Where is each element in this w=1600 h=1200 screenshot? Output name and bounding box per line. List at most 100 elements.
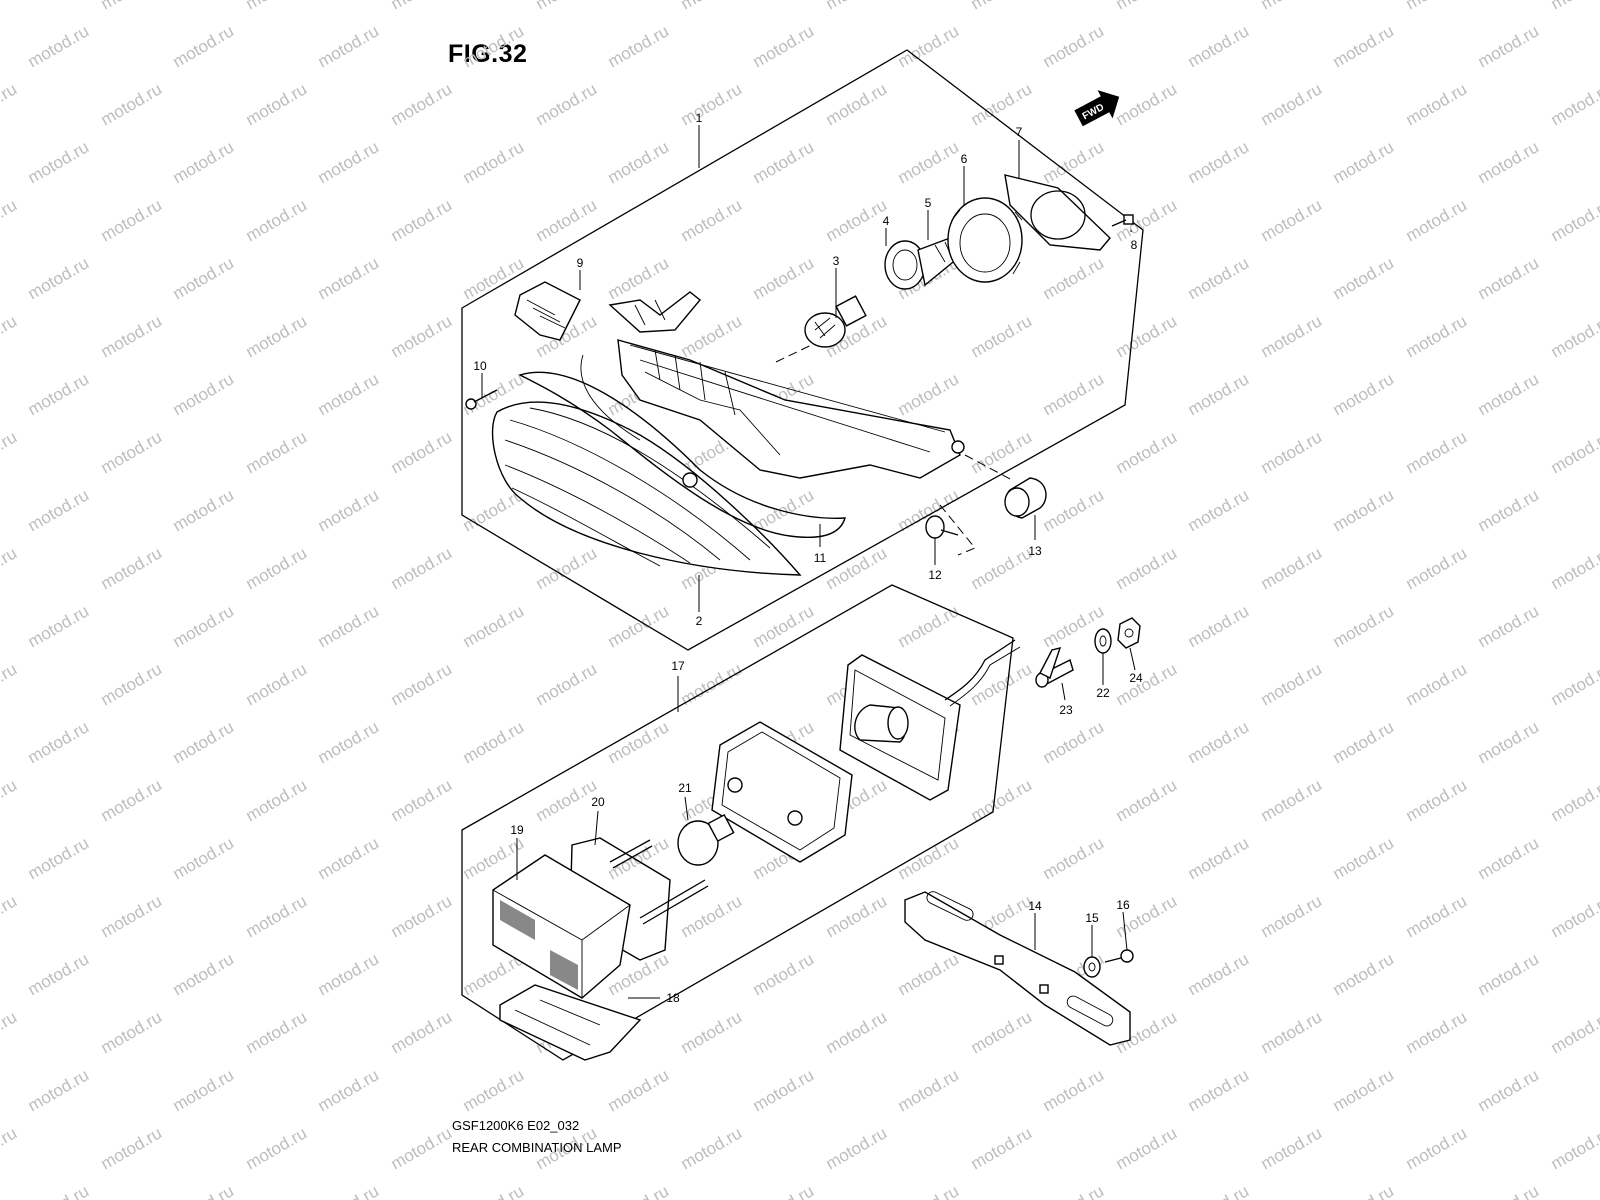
watermark-text: motod.ru bbox=[1403, 1123, 1471, 1173]
watermark-text: motod.ru bbox=[1330, 601, 1398, 651]
watermark-text: motod.ru bbox=[895, 21, 963, 71]
watermark-text: motod.ru bbox=[1403, 427, 1471, 477]
watermark-text: motod.ru bbox=[1403, 543, 1471, 593]
watermark-text: motod.ru bbox=[170, 369, 238, 419]
watermark-text: motod.ru bbox=[460, 601, 528, 651]
watermark-text: motod.ru bbox=[1475, 369, 1543, 419]
socket-ring-part-6 bbox=[947, 197, 1023, 283]
watermark-text: motod.ru bbox=[25, 253, 93, 303]
watermark-text: motod.ru bbox=[98, 195, 166, 245]
watermark-text: motod.ru bbox=[25, 1065, 93, 1115]
watermark-text: motod.ru bbox=[0, 1123, 20, 1173]
watermark-text: motod.ru bbox=[388, 311, 456, 361]
watermark-text: motod.ru bbox=[315, 833, 383, 883]
watermark-text: motod.ru bbox=[1548, 79, 1600, 129]
watermark-text: motod.ru bbox=[1475, 1181, 1543, 1200]
watermark-text: motod.ru bbox=[1475, 253, 1543, 303]
watermark-text: motod.ru bbox=[750, 949, 818, 999]
watermark-text: motod.ru bbox=[1403, 659, 1471, 709]
watermark-text: motod.ru bbox=[460, 137, 528, 187]
watermark-text: motod.ru bbox=[98, 891, 166, 941]
watermark-text: motod.ru bbox=[1548, 1007, 1600, 1057]
watermark-text: motod.ru bbox=[895, 601, 963, 651]
watermark-text: motod.ru bbox=[1258, 891, 1326, 941]
watermark-text: motod.ru bbox=[1403, 775, 1471, 825]
watermark-text: motod.ru bbox=[1113, 659, 1181, 709]
watermark-text: motod.ru bbox=[170, 949, 238, 999]
lamp-housing bbox=[617, 339, 961, 479]
watermark-text: motod.ru bbox=[388, 891, 456, 941]
watermark-text: motod.ru bbox=[1040, 21, 1108, 71]
watermark-text: motod.ru bbox=[750, 1181, 818, 1200]
watermark-text: motod.ru bbox=[1403, 0, 1471, 13]
nut-part-24 bbox=[1117, 617, 1141, 649]
watermark-text: motod.ru bbox=[243, 1007, 311, 1057]
watermark-text: motod.ru bbox=[388, 79, 456, 129]
watermark-text: motod.ru bbox=[315, 1065, 383, 1115]
watermark-text: motod.ru bbox=[243, 543, 311, 593]
callout-2: 2 bbox=[696, 614, 703, 628]
bolt-part-16 bbox=[1104, 949, 1134, 963]
watermark-text: motod.ru bbox=[1258, 659, 1326, 709]
watermark-text: motod.ru bbox=[243, 311, 311, 361]
watermark-text: motod.ru bbox=[460, 1065, 528, 1115]
watermark-text: motod.ru bbox=[388, 775, 456, 825]
watermark-text: motod.ru bbox=[1185, 21, 1253, 71]
watermark-text: motod.ru bbox=[1040, 833, 1108, 883]
leader-lines bbox=[481, 125, 1136, 999]
watermark-text: motod.ru bbox=[823, 1123, 891, 1173]
watermark-text: motod.ru bbox=[1113, 543, 1181, 593]
callout-21: 21 bbox=[678, 781, 692, 795]
callout-24: 24 bbox=[1129, 671, 1143, 685]
watermark-text: motod.ru bbox=[388, 1123, 456, 1173]
watermark-text: motod.ru bbox=[895, 1065, 963, 1115]
watermark-text: motod.ru bbox=[170, 717, 238, 767]
watermark-text: motod.ru bbox=[315, 253, 383, 303]
callout-16: 16 bbox=[1116, 898, 1130, 912]
watermark-text: motod.ru bbox=[170, 137, 238, 187]
watermark-text: motod.ru bbox=[388, 427, 456, 477]
watermark-text: motod.ru bbox=[533, 79, 601, 129]
watermark-text: motod.ru bbox=[25, 485, 93, 535]
watermark-text: motod.ru bbox=[1330, 717, 1398, 767]
watermark-text: motod.ru bbox=[1185, 1065, 1253, 1115]
watermark-text: motod.ru bbox=[1330, 137, 1398, 187]
bolt-part-12 bbox=[925, 515, 959, 539]
washer-part-22 bbox=[1094, 628, 1112, 654]
watermark-text: motod.ru bbox=[1548, 195, 1600, 245]
watermark-text: motod.ru bbox=[1185, 137, 1253, 187]
watermark-text: motod.ru bbox=[1548, 1123, 1600, 1173]
watermark-text: motod.ru bbox=[1258, 1007, 1326, 1057]
watermark-text: motod.ru bbox=[1040, 369, 1108, 419]
watermark-text: motod.ru bbox=[895, 1181, 963, 1200]
watermark-text: motod.ru bbox=[1258, 427, 1326, 477]
watermark-text: motod.ru bbox=[823, 79, 891, 129]
watermark-text: motod.ru bbox=[1113, 311, 1181, 361]
callout-17: 17 bbox=[671, 659, 685, 673]
watermark-text: motod.ru bbox=[0, 79, 20, 129]
diagram-code: GSF1200K6 E02_032 bbox=[452, 1118, 580, 1133]
watermark-text: motod.ru bbox=[315, 369, 383, 419]
callout-23: 23 bbox=[1059, 703, 1073, 717]
watermark-text: motod.ru bbox=[1258, 775, 1326, 825]
watermark-text: motod.ru bbox=[678, 891, 746, 941]
callout-4: 4 bbox=[883, 214, 890, 228]
watermark-text: motod.ru bbox=[823, 1007, 891, 1057]
watermark-text: motod.ru bbox=[1475, 601, 1543, 651]
fwd-arrow-badge: FWD bbox=[1074, 90, 1120, 127]
watermark-text: motod.ru bbox=[1185, 601, 1253, 651]
license-lamp-base bbox=[839, 639, 1021, 801]
screw-part-8 bbox=[1111, 214, 1134, 227]
watermark-text: motod.ru bbox=[1548, 427, 1600, 477]
watermark-text: motod.ru bbox=[1113, 195, 1181, 245]
watermark-text: motod.ru bbox=[1475, 717, 1543, 767]
watermark-text: motod.ru bbox=[243, 775, 311, 825]
watermark-text: motod.ru bbox=[1040, 1181, 1108, 1200]
callout-12: 12 bbox=[928, 568, 942, 582]
upper-assembly-outline bbox=[461, 49, 1144, 651]
watermark-text: motod.ru bbox=[98, 311, 166, 361]
bulb-part-21 bbox=[677, 813, 735, 866]
watermark-text: motod.ru bbox=[1548, 0, 1600, 13]
watermark-text: motod.ru bbox=[1258, 543, 1326, 593]
